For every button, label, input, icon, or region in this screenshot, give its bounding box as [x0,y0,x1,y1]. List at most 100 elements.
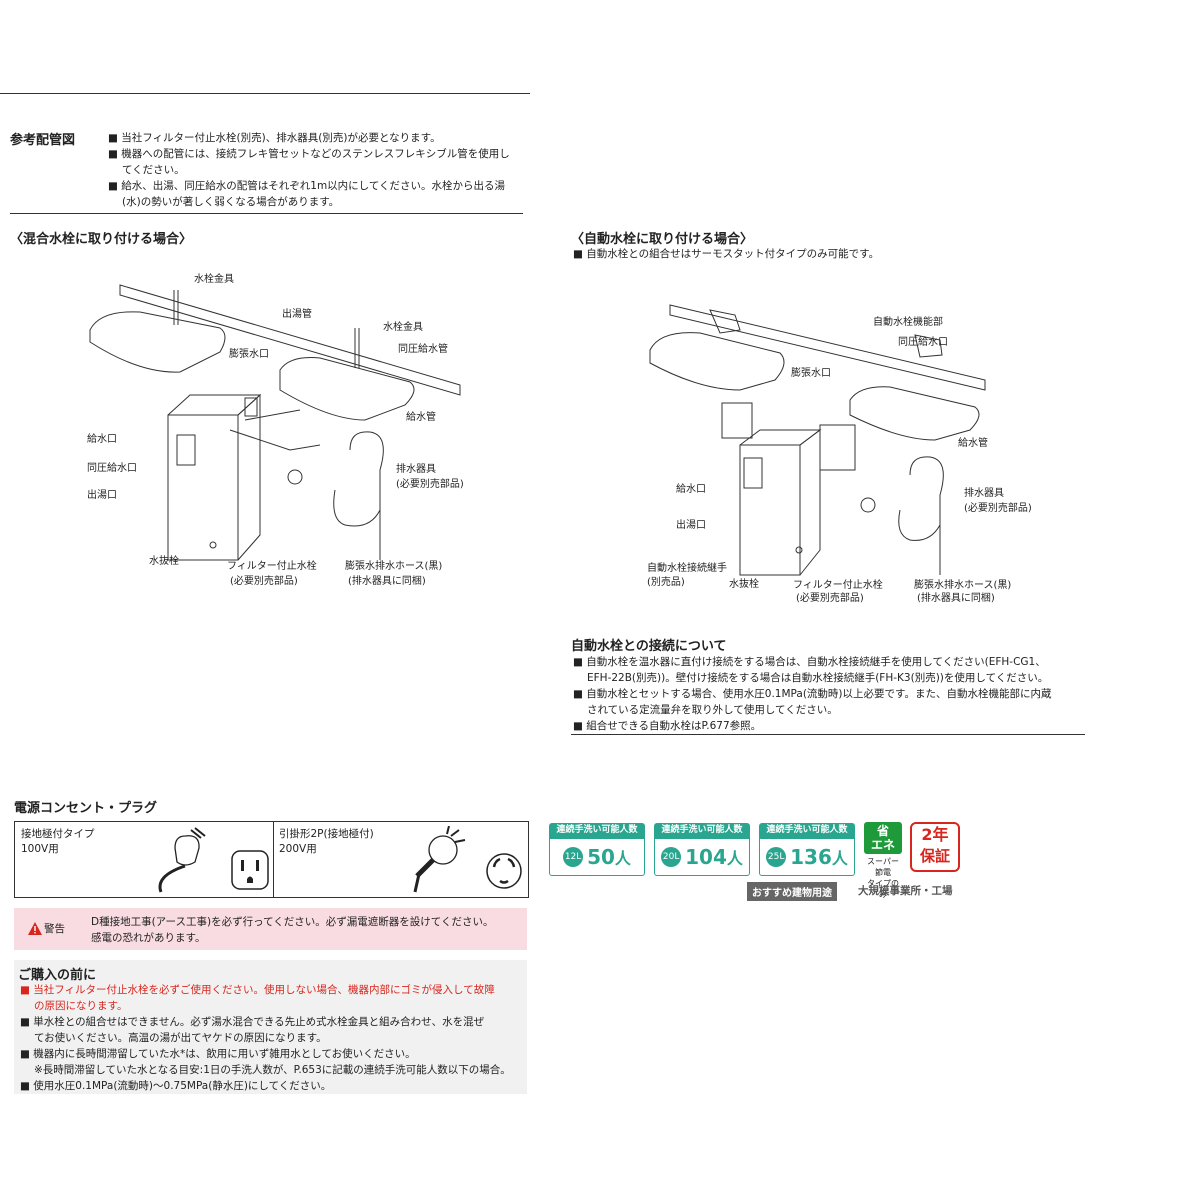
power-title: 電源コンセント・プラグ [14,801,158,816]
auto-label-supply-pipe: 給水管 [958,438,988,449]
auto-conn-title: 自動水栓との接続について [571,639,727,654]
mixed-label-exp-hose: 膨張水排水ホース(黒) [345,561,443,572]
auto-conn-line-4: されている定流量弁を取り外して使用してください。 [587,704,838,716]
purchase-red-2: の原因になります。 [34,1000,128,1012]
ref-note-2: 機器への配管には、接続フレキ管セットなどのステンレスフレキシブル管を使用し [108,146,528,162]
badge-head: 連続手洗い可能人数 [759,823,855,838]
warranty-l1: 2年 [921,825,949,844]
auto-label-drain-device-note: (必要別売部品) [964,503,1032,514]
mixed-label-drain-device-note: (必要別売部品) [396,479,464,490]
auto-title: 〈自動水栓に取り付ける場合〉 [571,232,754,247]
power-box: 接地極付タイプ 100V用 引掛形2P(接地極付) 200V用 [14,821,529,898]
purchase-lines: 当社フィルター付止水栓を必ずご使用ください。使用しない場合、機器内部にゴミが侵入… [20,982,526,1094]
auto-conn-rule [571,734,1085,735]
purchase-line-4: ※長時間滞留していた水となる目安:1日の手洗人数が、P.653に記載の連続手洗可… [34,1064,511,1076]
auto-label-equal-supply: 同圧給水口 [898,337,948,348]
warning-icon [28,922,42,935]
auto-conn-line-2: EFH-22B(別売))。壁付け接続をする場合は自動水栓接続継手(FH-K3(別… [587,672,1049,684]
warning-label: 警告 [44,923,65,935]
ref-note-4: 給水、出湯、同圧給水の配管はそれぞれ1m以内にしてください。水栓から出る湯 [108,178,528,194]
mixed-label-filter-valve-note: (必要別売部品) [230,576,298,587]
mixed-label-faucet1: 水栓金具 [194,274,234,285]
plug-100v-icon [158,827,206,893]
purchase-red-1: 当社フィルター付止水栓を必ずご使用ください。使用しない場合、機器内部にゴミが侵入… [20,982,526,998]
auto-label-unit: 自動水栓機能部 [873,317,943,328]
usage-tag: おすすめ建物用途 [747,882,837,901]
capacity-icon: 25L [766,847,787,867]
auto-label-supply-port: 給水口 [676,484,706,495]
ref-note-1: 当社フィルター付止水栓(別売)、排水器具(別売)が必要となります。 [108,130,528,146]
outlet-100v-icon [231,850,269,890]
power-right-volt: 200V用 [279,843,317,855]
auto-conn-line-5: 組合せできる自動水栓はP.677参照。 [573,718,1093,734]
power-left-type: 接地極付タイプ [21,828,95,840]
ref-rule [10,213,523,214]
mixed-label-expansion: 膨張水口 [229,349,269,360]
mixed-label-hot-pipe: 出湯管 [282,309,312,320]
ref-notes: 当社フィルター付止水栓(別売)、排水器具(別売)が必要となります。 機器への配管… [108,130,528,210]
plug-200v-icon [413,826,466,893]
auto-label-drain-device: 排水器具 [964,488,1004,499]
eco-badge: 省 エネ スーパー節電 タイプのみ [864,822,902,900]
eco-icon: 省 エネ [864,822,902,854]
auto-label-filter-valve-note: (必要別売部品) [796,593,864,604]
capacity-icon: 12L [563,847,584,867]
power-divider [273,822,274,897]
auto-note: 自動水栓との組合せはサーモスタット付タイプのみ可能です。 [573,246,879,262]
mixed-label-filter-valve: フィルター付止水栓 [227,561,317,572]
badge-head: 連続手洗い可能人数 [654,823,750,838]
badge-count: 136 [790,845,832,869]
warning-line-1: D種接地工事(アース工事)を必ず行ってください。必ず漏電遮断器を設けてください。 [91,916,494,928]
mixed-diagram [89,284,461,561]
capacity-icon: 20L [661,847,682,867]
auto-label-hot-port: 出湯口 [676,520,706,531]
badge-unit: 人 [614,849,631,868]
badge-head: 連続手洗い可能人数 [549,823,645,838]
eco-l2: エネ [870,838,895,852]
mixed-label-supply-pipe: 給水管 [406,412,436,423]
mixed-title: 〈混合水栓に取り付ける場合〉 [10,232,193,247]
mixed-label-supply-port: 給水口 [87,434,117,445]
eco-note-1: スーパー節電 [867,857,899,877]
purchase-line-1: 単水栓との組合せはできません。必ず湯水混合できる先止め式水栓金具と組み合わせ、水… [20,1014,526,1030]
capacity-badge-25l: 連続手洗い可能人数 25L 136 人 [759,823,855,879]
auto-label-joint: 自動水栓接続継手 [647,563,727,574]
warranty-l2: 保証 [919,847,950,865]
auto-label-exp-hose-note: (排水器具に同梱) [917,593,995,604]
mixed-label-drain-device: 排水器具 [396,464,436,475]
top-rule [0,93,530,94]
auto-conn-lines: 自動水栓を温水器に直付け接続をする場合は、自動水栓接続継手を使用してください(E… [573,654,1093,734]
mixed-label-equal-supply-port: 同圧給水口 [87,463,137,474]
purchase-line-3: 機器内に長時間滞留していた水*は、飲用に用いず雑用水としてお使いください。 [20,1046,526,1062]
warning-box: 警告 D種接地工事(アース工事)を必ず行ってください。必ず漏電遮断器を設けてくだ… [14,908,527,950]
ref-title: 参考配管図 [10,133,76,148]
auto-conn-line-1: 自動水栓を温水器に直付け接続をする場合は、自動水栓接続継手を使用してください(E… [573,654,1093,670]
power-left-volt: 100V用 [21,843,59,855]
mixed-label-equal-supply-pipe: 同圧給水管 [398,344,448,355]
usage-value: 大規模事業所・工場 [858,885,953,897]
auto-label-exp-hose: 膨張水排水ホース(黒) [914,580,1012,591]
capacity-badge-12l: 連続手洗い可能人数 12L 50 人 [549,823,645,879]
auto-conn-line-3: 自動水栓とセットする場合、使用水圧0.1MPa(流動時)以上必要です。また、自動… [573,686,1093,702]
mixed-label-faucet2: 水栓金具 [383,322,423,333]
warranty-badge: 2年 保証 [910,822,960,872]
auto-diagram [649,304,986,576]
auto-label-joint-note: (別売品) [647,577,685,588]
badge-count: 50 [587,845,615,869]
purchase-line-5: 使用水圧0.1MPa(流動時)〜0.75MPa(静水圧)にしてください。 [20,1078,526,1094]
mixed-label-exp-hose-note: (排水器具に同梱) [348,576,426,587]
badge-count: 104 [685,845,727,869]
badge-unit: 人 [726,849,743,868]
purchase-line-2: てお使いください。高温の湯が出てヤケドの原因になります。 [34,1032,327,1044]
warning-line-2: 感電の恐れがあります。 [91,932,206,944]
ref-note-3: てください。 [122,164,185,176]
eco-l1: 省 [876,824,889,838]
auto-label-drain-plug: 水抜栓 [729,579,759,590]
outlet-200v-icon [486,853,522,889]
power-right-type: 引掛形2P(接地極付) [279,828,374,840]
mixed-label-hot-port: 出湯口 [87,490,117,501]
capacity-badge-20l: 連続手洗い可能人数 20L 104 人 [654,823,750,879]
mixed-label-drain-plug: 水抜栓 [149,556,179,567]
auto-label-expansion: 膨張水口 [791,368,831,379]
ref-note-5: (水)の勢いが著しく弱くなる場合があります。 [122,196,340,208]
